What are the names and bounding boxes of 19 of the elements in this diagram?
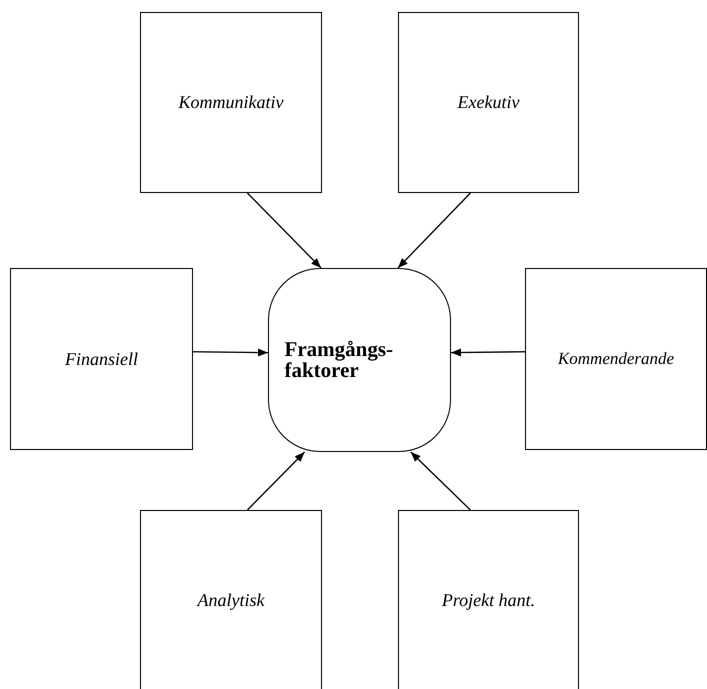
box xyxy=(398,510,579,689)
node-label: Kommunikativ xyxy=(178,92,284,113)
arrow xyxy=(397,192,471,268)
rounded-box xyxy=(268,268,451,452)
arrow xyxy=(193,348,268,357)
node-label: Framgångs- faktorer xyxy=(284,339,394,381)
box xyxy=(140,12,322,193)
node-label: Exekutiv xyxy=(458,92,520,113)
box xyxy=(10,268,193,450)
arrow xyxy=(246,192,322,268)
node-label: Finansiell xyxy=(65,348,138,370)
arrow xyxy=(410,452,471,510)
node-label: Projekt hant. xyxy=(442,590,536,611)
box xyxy=(525,268,707,450)
arrow xyxy=(451,348,525,357)
box xyxy=(398,12,579,193)
box xyxy=(140,510,322,689)
node-label: Analytisk xyxy=(198,590,264,611)
node-label: Kommenderande xyxy=(558,349,674,369)
